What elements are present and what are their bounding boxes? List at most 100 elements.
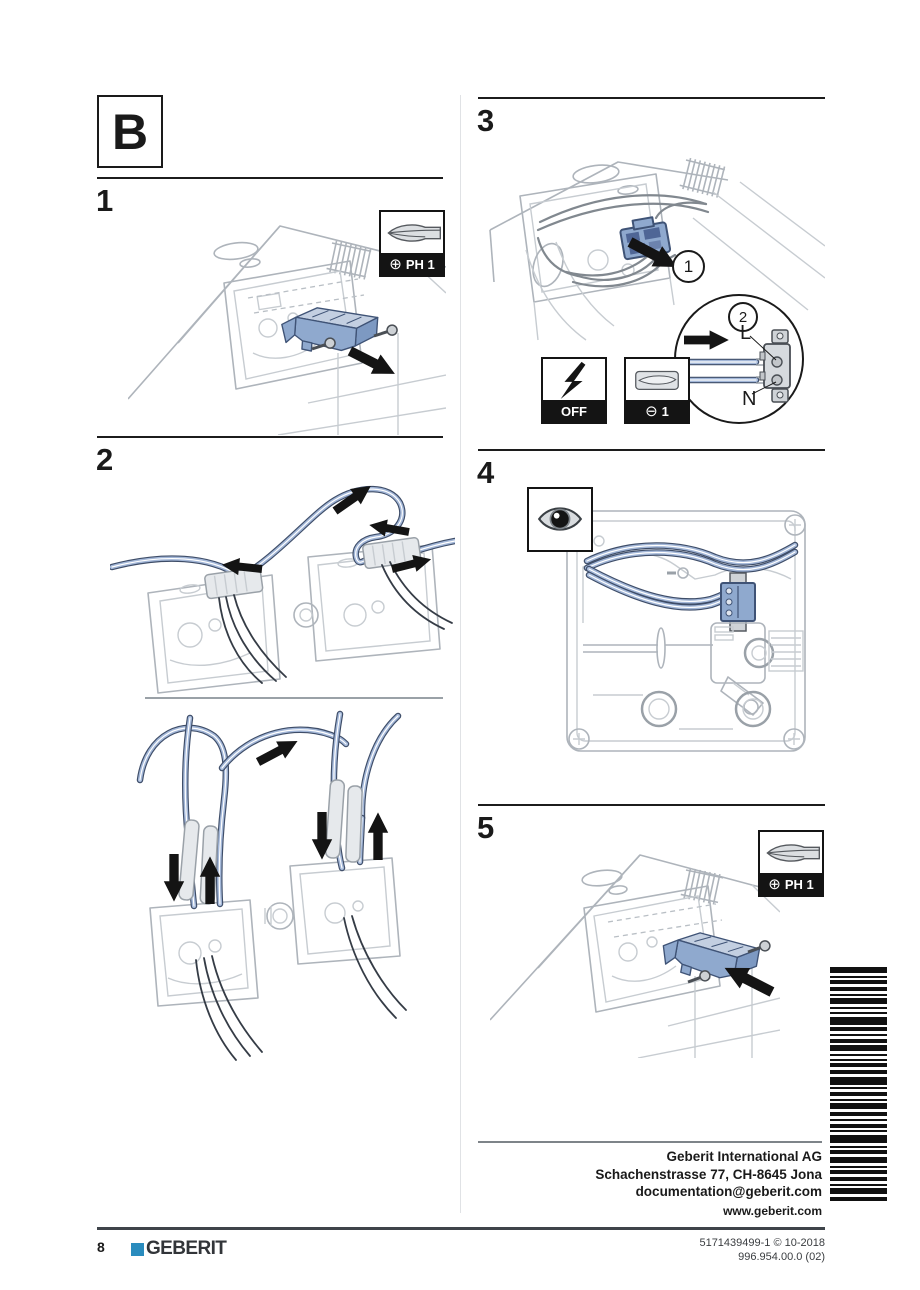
rule-footer [97,1227,825,1230]
insert-arrow-icon [684,330,729,350]
company-street: Schachenstrasse 77, CH-8645 Jona [595,1166,822,1182]
terminal-block [759,329,791,403]
install-arrow-icon [724,967,775,997]
corrugated-pipe [680,867,724,905]
power-off-label: OFF [543,400,605,422]
barcode-bar [830,1063,887,1068]
step3-number: 3 [477,103,495,138]
step5-number: 5 [477,810,495,845]
phillips-bit-icon [760,832,822,873]
barcode-bar [830,1092,887,1097]
barcode-bar [830,998,887,1005]
doc-version: 996.954.00.0 (02) [738,1250,825,1263]
barcode-bar [830,1027,887,1032]
tool-badge-slotted: ⊖ 1 [624,357,690,424]
step4-illustration [566,510,806,752]
rule-step4 [478,449,825,451]
company-website: www.geberit.com [723,1203,822,1218]
tool-badge-ph1: ⊕ PH 1 [379,210,445,277]
barcode-bar [830,1156,887,1163]
rule-step5 [478,804,825,806]
barcode-bar [830,1053,887,1056]
tool-badge-label: ⊖ 1 [626,400,688,422]
barcode-bar [830,1098,887,1101]
barcode-bar [830,1070,887,1074]
barcode-bar [830,1170,887,1175]
flush-mechanism [583,622,804,730]
circled-minus-glyph: ⊖ [645,402,658,420]
company-email: documentation@geberit.com [635,1184,822,1199]
cable-bundle [536,194,710,288]
column-divider [460,95,461,1213]
arrow-icon [221,557,263,576]
step2-illustration-top [110,465,455,694]
barcode-bar [830,987,887,992]
barcode-bar [830,993,887,996]
barcode-bar [830,1011,887,1014]
callout-2: 2 [728,302,758,332]
barcode-bar [830,1076,887,1085]
barcode-bar [830,1058,887,1061]
terminal-block-blue [720,572,756,632]
barcode-bar [830,1165,887,1168]
terminal-wires [676,358,770,384]
barcode-bar [830,967,887,973]
rule-step2 [97,436,443,438]
arrow-icon [369,519,410,537]
wire-loop [112,489,455,587]
section-label: B [111,103,149,160]
step3-illustration [489,157,825,341]
barcode-bar [830,980,887,985]
arrow-down-icon [163,854,185,902]
lightning-icon [543,359,605,400]
barcode-bar [830,1016,887,1025]
wire-sleeve [204,567,264,600]
tool-badge-label: ⊕ PH 1 [381,253,443,275]
barcode-bar [830,1087,887,1090]
company-name: Geberit International AG [666,1149,822,1164]
barcode-bar [830,1033,887,1036]
publisher-address: Geberit International AG Schachenstrasse… [595,1148,822,1220]
barcode-bar [830,1045,887,1052]
unplug-arrow-icon [627,237,677,267]
screw-icon [373,324,398,338]
barcode-bar [830,1103,887,1110]
screw-icon [311,337,336,351]
corner-screws [568,514,806,750]
barcode-bar [830,975,887,978]
cover-plate-blue [281,307,379,352]
step2-number: 2 [96,442,114,477]
barcode-bar [830,1134,887,1143]
logo-text: GEBERIT [146,1238,227,1259]
tool-badge-label: ⊕ PH 1 [760,873,822,895]
terminal-label-n: N [742,388,757,410]
barcode-bar [830,1150,887,1155]
step1-number: 1 [96,183,114,218]
barcode-bar [830,1188,887,1195]
screw-icon [747,940,771,954]
logo-square-icon [131,1242,144,1256]
screw-icon [687,970,711,984]
barcode-bar [830,1118,887,1121]
arrow-up-icon [199,856,221,904]
step5-illustration [490,854,780,1058]
rule-step2-divider [145,697,443,699]
terminal-label-l: L [740,322,752,344]
document-reference: 5171439499-1 © 10-2018 996.954.00.0 (02) [699,1237,825,1264]
arrow-icon [255,740,298,766]
rule-step3 [478,97,825,99]
barcode-bar [830,1038,887,1043]
wire-ends [195,915,407,1061]
corrugated-pipe [326,240,372,280]
arrow-icon [332,485,371,515]
barcode [830,967,887,1211]
page-number: 8 [97,1239,105,1255]
barcode-bar [830,1130,887,1133]
barcode-bar [830,1183,887,1186]
terminal-detail-inset: 2 L N [674,294,804,424]
barcode-bar [830,1123,887,1128]
arrow-up-icon [367,812,389,860]
corrugated-pipe [679,157,726,198]
tool-badge-ph1: ⊕ PH 1 [758,830,824,897]
step1-illustration [128,225,446,435]
